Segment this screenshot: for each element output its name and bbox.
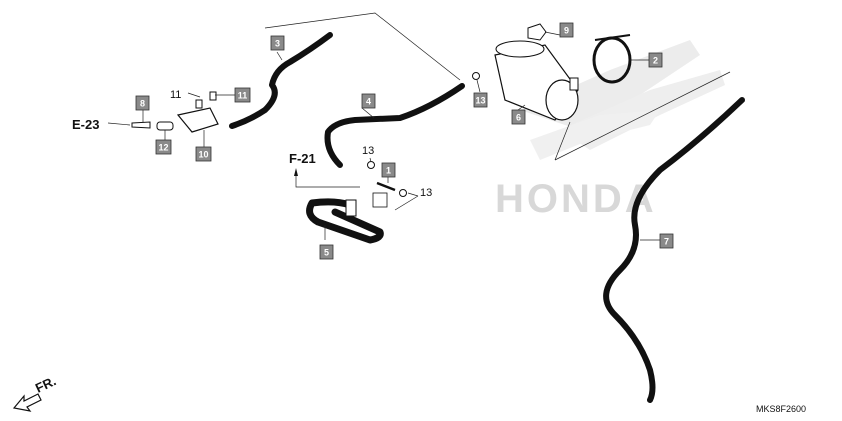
svg-text:11: 11	[238, 91, 248, 101]
ref-f21-arrow-icon	[294, 168, 298, 176]
callout-5: 5	[319, 244, 334, 260]
label-part-13-mid: 13	[362, 145, 374, 157]
hose-7-inner	[604, 98, 744, 402]
callout-13-top: 13	[473, 92, 488, 108]
leader-lines	[107, 12, 731, 241]
callout-10: 10	[195, 146, 212, 162]
callout-12: 12	[155, 139, 172, 155]
fitting-1	[376, 181, 396, 192]
callout-8: 8	[135, 95, 150, 111]
svg-text:6: 6	[516, 113, 521, 123]
hose-4-inner	[326, 84, 464, 167]
front-arrow-icon	[12, 393, 42, 412]
callout-11: 11	[234, 87, 251, 103]
svg-text:7: 7	[664, 237, 669, 247]
svg-text:13: 13	[475, 96, 485, 106]
clip-13-top	[472, 72, 480, 80]
diagram-code: MKS8F2600	[756, 404, 806, 414]
callout-2: 2	[648, 52, 663, 68]
front-label: FR.	[33, 373, 58, 395]
svg-text:1: 1	[386, 166, 391, 176]
svg-text:4: 4	[366, 97, 371, 107]
fitting-8	[131, 121, 151, 129]
hose-7	[603, 97, 745, 403]
svg-text:10: 10	[198, 150, 208, 160]
callout-7: 7	[659, 233, 674, 249]
callout-3: 3	[270, 35, 285, 51]
svg-text:3: 3	[275, 39, 280, 49]
callout-4: 4	[361, 93, 376, 109]
svg-text:12: 12	[158, 143, 168, 153]
ref-e23: E-23	[72, 117, 99, 132]
valve-10	[176, 91, 219, 133]
callout-6: 6	[511, 109, 526, 125]
tube-12	[156, 121, 174, 131]
svg-text:9: 9	[564, 26, 569, 36]
front-arrow: FR.	[12, 373, 58, 412]
clip-13-mid	[367, 161, 375, 169]
label-part-11: 11	[170, 89, 181, 101]
svg-text:8: 8	[140, 99, 145, 109]
watermark-text: HONDA	[495, 177, 657, 221]
svg-text:5: 5	[324, 248, 329, 258]
canister-6	[494, 40, 579, 121]
callout-9: 9	[559, 22, 574, 38]
hose-5-inner	[307, 199, 383, 242]
fitting-5-end	[345, 199, 357, 217]
svg-text:2: 2	[653, 56, 658, 66]
nut-9	[527, 23, 547, 41]
label-part-13-right: 13	[420, 187, 432, 199]
callout-1: 1	[381, 162, 396, 178]
ref-f21: F-21	[289, 151, 316, 166]
clip-13-right	[399, 189, 407, 197]
empty-box	[372, 192, 388, 208]
hose-3-inner	[230, 33, 332, 128]
